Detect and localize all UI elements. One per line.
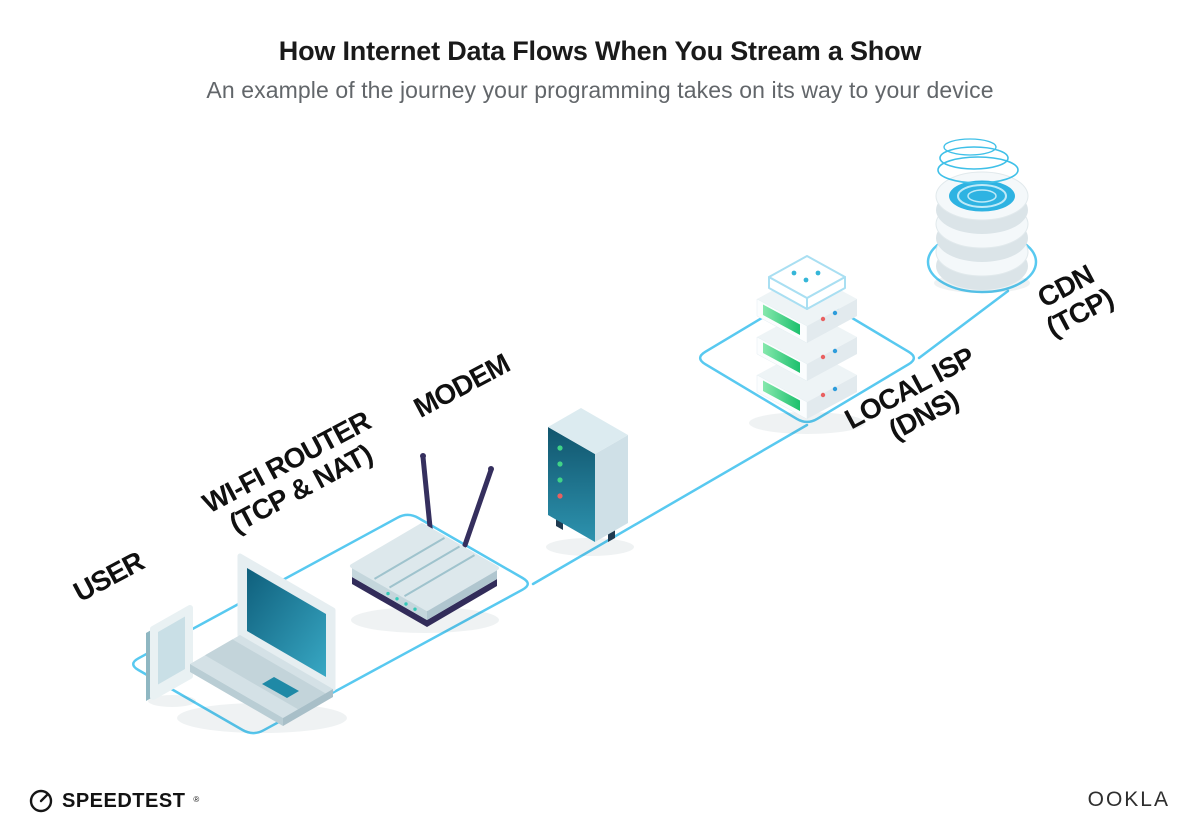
header: How Internet Data Flows When You Stream … — [0, 36, 1200, 104]
router-ridges — [373, 537, 476, 597]
label-local-isp: LOCAL ISP (DNS) — [840, 341, 980, 445]
phone-illustration — [146, 605, 193, 701]
isp-top-unit-dots — [791, 270, 821, 283]
router-illustration — [350, 453, 499, 627]
router-antenna-left — [420, 454, 434, 540]
svg-text:USER: USER — [68, 545, 149, 608]
page-title: How Internet Data Flows When You Stream … — [278, 36, 922, 66]
speedtest-registered-mark: ® — [193, 794, 200, 804]
isp-top-unit — [768, 255, 846, 310]
ookla-wordmark: OOKLA — [1087, 788, 1170, 811]
flow-line-user-to-isp — [531, 423, 809, 586]
laptop-trackpad — [262, 677, 299, 698]
speedtest-gauge-icon — [29, 789, 53, 813]
speedtest-logo: SPEEDTEST ® — [28, 788, 199, 814]
flow-line-isp-to-cdn — [917, 289, 1010, 360]
label-user: USER — [68, 545, 149, 608]
laptop-screen — [247, 568, 326, 677]
router-leds — [386, 591, 417, 611]
router-antenna-right — [462, 467, 494, 548]
cdn-rings — [937, 138, 1019, 184]
isp-servers-illustration — [756, 255, 857, 420]
laptop-illustration — [190, 553, 336, 726]
label-wifi-router: WI-FI ROUTER (TCP & NAT) — [198, 405, 377, 539]
flow-line-user-loop — [132, 513, 529, 735]
modem-leds — [557, 445, 563, 499]
page-subtitle: An example of the journey your programmi… — [206, 77, 994, 103]
label-modem: MODEM — [409, 348, 515, 424]
modem-illustration — [548, 408, 628, 542]
svg-text:MODEM: MODEM — [409, 348, 515, 424]
label-cdn: CDN (TCP) — [1032, 259, 1118, 343]
speedtest-wordmark: SPEEDTEST — [62, 789, 186, 812]
cdn-database-illustration — [935, 138, 1029, 290]
